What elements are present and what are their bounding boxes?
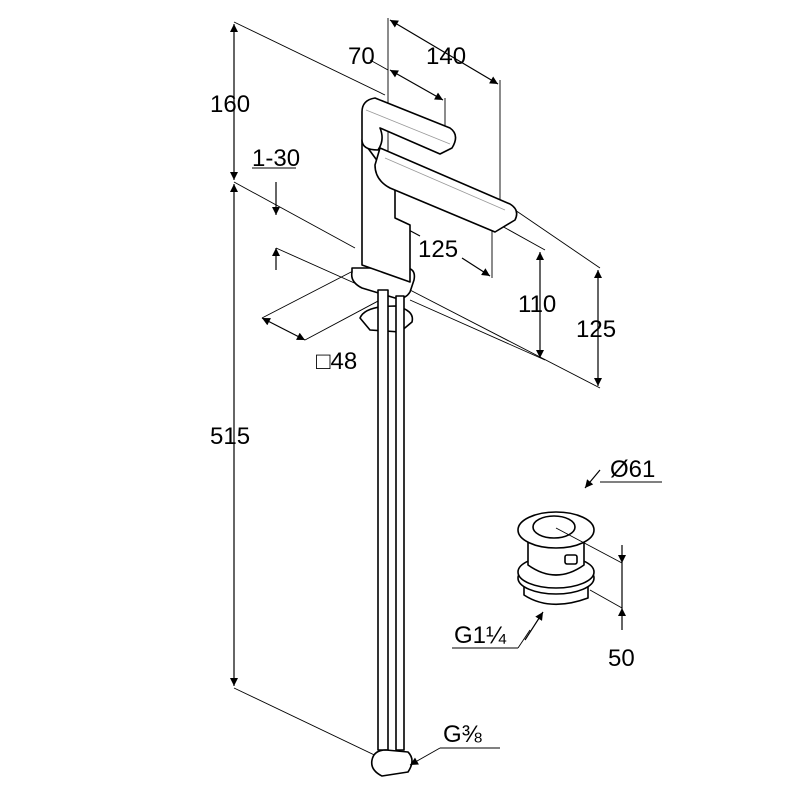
dim-overall-spout-height: 125 [576, 316, 616, 343]
dim-hose-thread: G⅜ [443, 721, 483, 748]
dim-waste-height: 50 [608, 645, 635, 672]
dim-base-size: □48 [316, 348, 357, 375]
spout-height-dimension-lines [409, 209, 602, 389]
dim-hose-length: 515 [210, 423, 250, 450]
dim-spout-height: 110 [518, 291, 556, 318]
dim-spout-reach-top: 140 [426, 43, 466, 70]
dim-waste-thread: G1¼ [454, 622, 507, 649]
supply-hoses [359, 289, 414, 777]
dim-waste-diameter: Ø61 [610, 456, 655, 483]
dim-spout-reach: 125 [418, 236, 458, 263]
top-dimension-lines [369, 18, 501, 215]
dim-worktop-thickness: 1-30 [252, 145, 300, 172]
dim-handle-height: 160 [210, 91, 250, 118]
hose-thread-leader [409, 747, 441, 766]
tap-body [350, 97, 518, 300]
height-dimension-lines [230, 21, 386, 761]
dim-handle-length: 70 [348, 43, 375, 70]
waste-fitting [517, 511, 595, 606]
waste-dimension-lines [452, 469, 662, 649]
